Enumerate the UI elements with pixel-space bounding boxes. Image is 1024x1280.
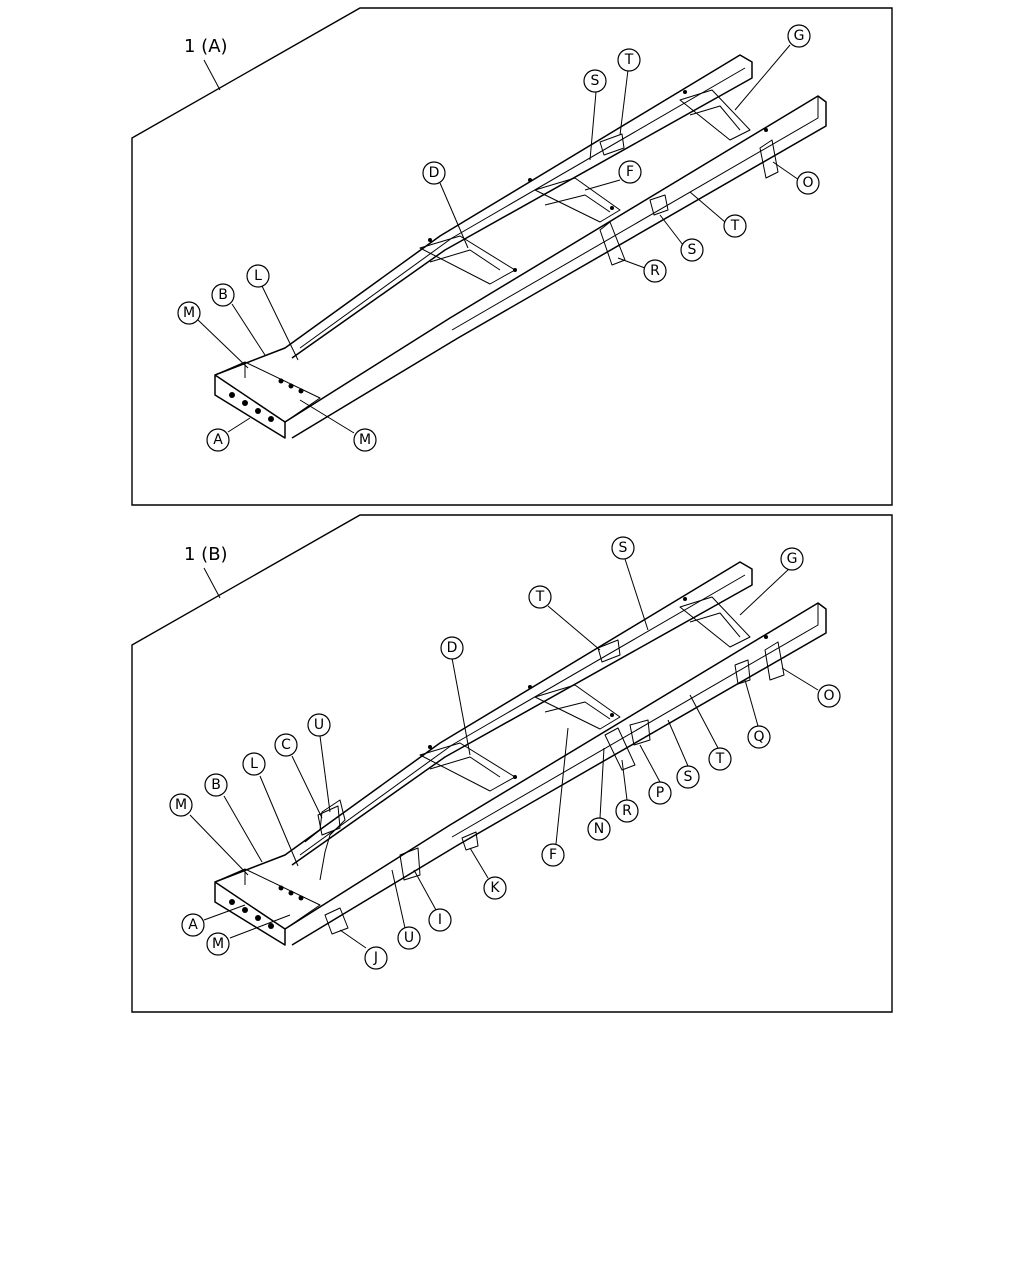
svg-text:M: M [183,305,195,321]
svg-text:N: N [594,821,604,837]
svg-text:T: T [730,218,740,234]
svg-text:R: R [622,803,632,819]
svg-text:A: A [188,917,198,933]
chassis-frame-b [214,561,827,946]
svg-text:D: D [447,640,458,656]
callout-b-j: J [364,946,388,970]
svg-text:L: L [250,756,258,772]
svg-text:T: T [624,52,634,68]
svg-text:S: S [619,540,628,556]
svg-text:L: L [254,268,262,284]
callout-b-g: G [780,547,804,571]
callout-b-q: Q [747,725,771,749]
callout-a-b: B [211,283,235,307]
svg-text:F: F [549,847,557,863]
callout-a-m2: M [353,428,377,452]
callout-b-u1: U [307,713,331,737]
svg-text:M: M [212,936,224,952]
panel-a-title: 1 (A) [184,36,228,57]
callout-a-t2: T [723,214,747,238]
svg-text:I: I [438,912,442,928]
callout-a-t1: T [617,48,641,72]
svg-text:D: D [429,165,440,181]
callout-b-d: D [440,636,464,660]
svg-text:A: A [213,432,223,448]
callout-b-s2: S [676,765,700,789]
svg-text:M: M [359,432,371,448]
panel-a: 1 (A) [131,7,893,506]
callout-b-s1: S [611,536,635,560]
callout-b-u2: U [397,926,421,950]
svg-text:G: G [787,551,798,567]
callout-a-m1: M [177,301,201,325]
callout-b-i: I [428,908,452,932]
callout-b-a: A [181,913,205,937]
svg-text:U: U [314,717,324,733]
panel-b-leaders [189,558,819,949]
callout-a-d: D [422,161,446,185]
svg-text:B: B [218,287,228,303]
svg-text:P: P [656,785,664,801]
callout-b-m2: M [169,793,193,817]
svg-text:S: S [688,242,697,258]
svg-text:F: F [626,164,634,180]
callout-a-a: A [206,428,230,452]
svg-text:K: K [490,880,500,896]
svg-text:T: T [535,589,545,605]
callout-a-f: F [618,160,642,184]
panel-b-border [131,514,893,1013]
svg-text:S: S [684,769,693,785]
panel-b-title: 1 (B) [184,544,228,565]
chassis-frame-a [214,54,827,439]
callout-a-r: R [643,259,667,283]
svg-text:T: T [715,751,725,767]
callout-b-c: C [274,733,298,757]
svg-text:Q: Q [753,729,764,745]
callout-a-s1: S [583,69,607,93]
svg-text:J: J [373,950,378,966]
svg-text:U: U [404,930,414,946]
callout-b-t2: T [708,747,732,771]
svg-text:S: S [591,73,600,89]
callout-b-r: R [615,799,639,823]
svg-text:C: C [281,737,291,753]
callout-b-m1: M [206,932,230,956]
callout-b-k: K [483,876,507,900]
svg-text:M: M [175,797,187,813]
callout-b-t1: T [528,585,552,609]
svg-text:O: O [802,175,813,191]
callout-b-f: F [541,843,565,867]
callout-b-n: N [587,817,611,841]
callout-b-b: B [204,773,228,797]
panel-a-title-leader [203,59,221,91]
callout-b-p: P [648,781,672,805]
svg-text:G: G [794,28,805,44]
svg-text:B: B [211,777,221,793]
callout-a-g: G [787,24,811,48]
callout-a-l: L [246,264,270,288]
svg-text:O: O [823,688,834,704]
panel-b: 1 (B) [131,514,893,1013]
callout-b-o: O [817,684,841,708]
callout-b-l: L [242,752,266,776]
callout-a-s2: S [680,238,704,262]
panel-a-leaders [197,44,800,434]
panel-a-border [131,7,893,506]
svg-text:R: R [650,263,660,279]
callout-a-o: O [796,171,820,195]
panel-b-title-leader [203,567,221,599]
